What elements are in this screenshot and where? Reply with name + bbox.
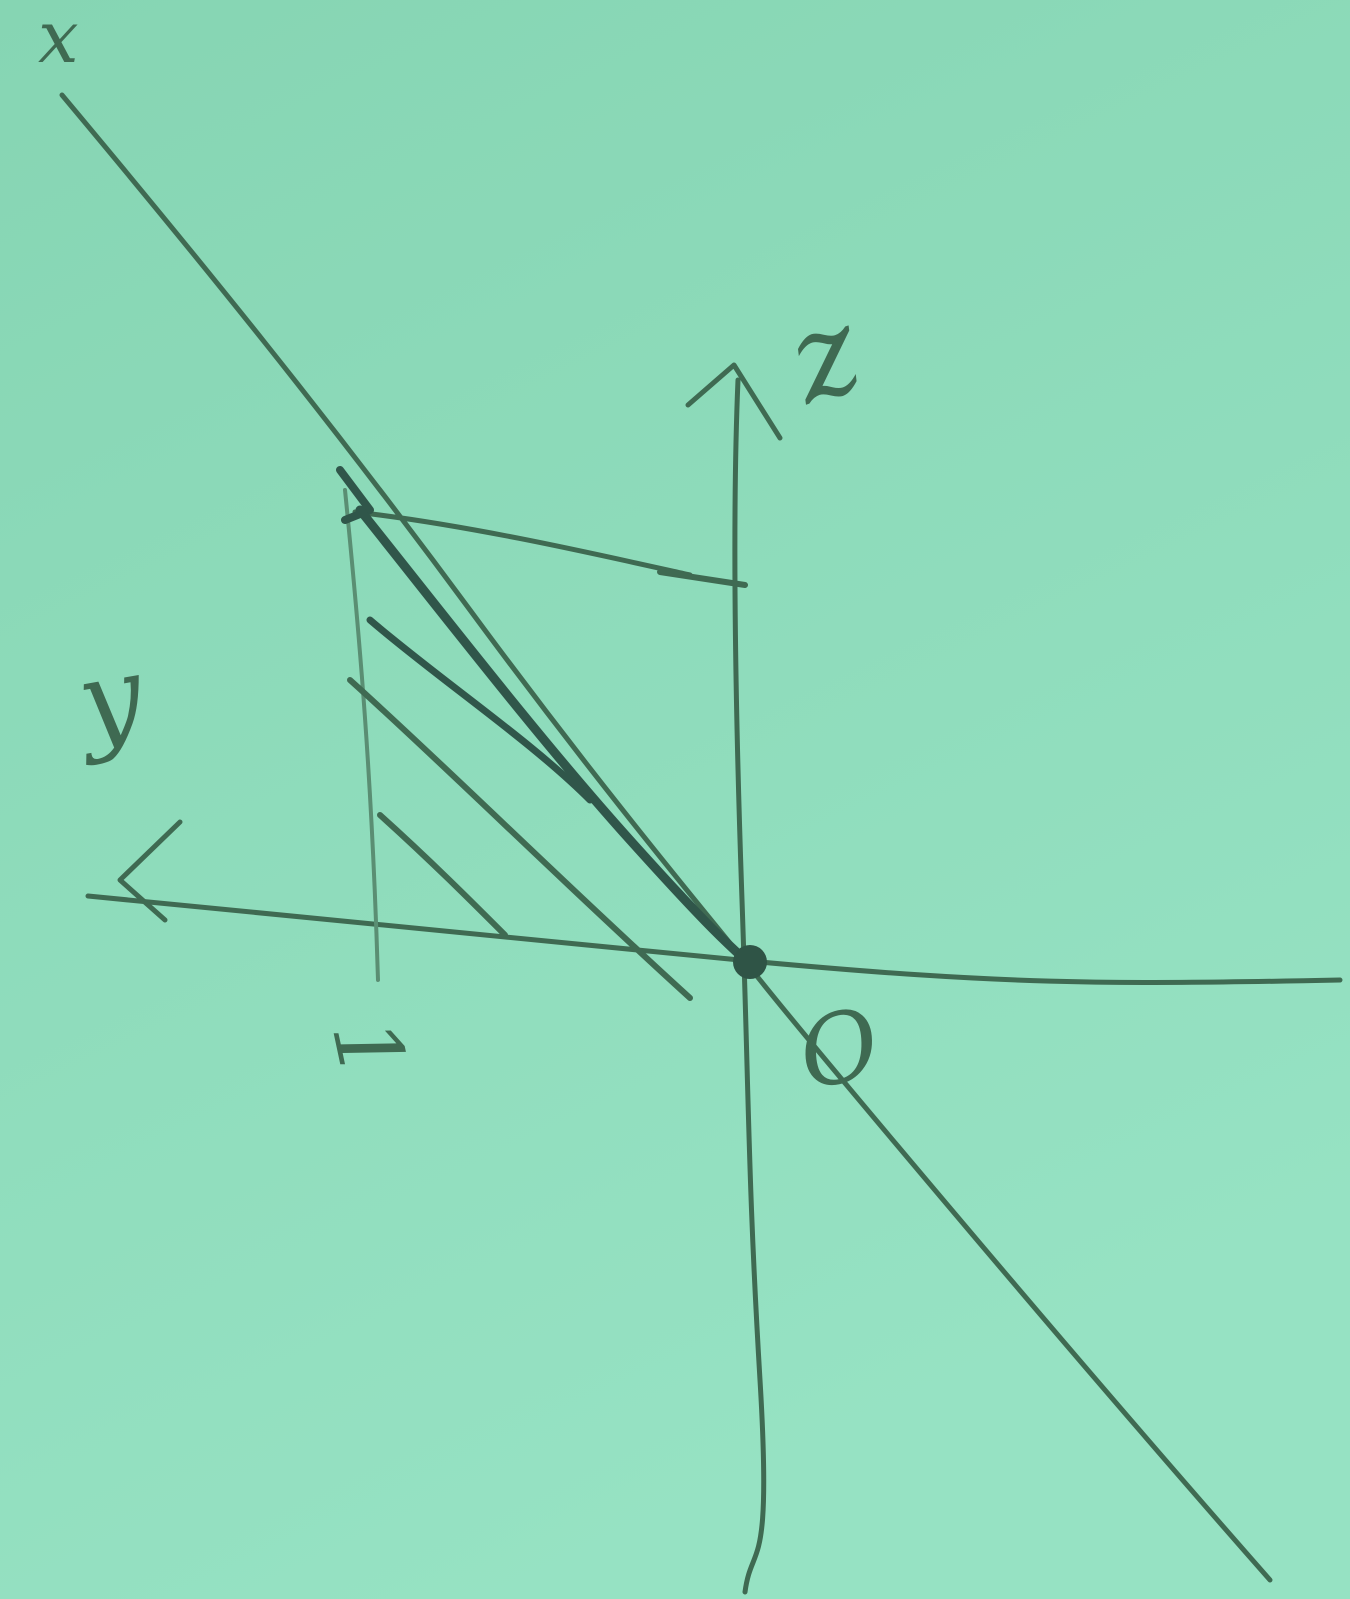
origin-point <box>733 945 767 979</box>
hatch-line-2 <box>347 677 693 1001</box>
hatch-line-1 <box>366 616 594 804</box>
heavy-diagonal-segment <box>355 505 750 965</box>
z-axis-line <box>732 377 767 1595</box>
x-axis-line <box>59 92 1273 1583</box>
z-tick-mark <box>657 569 748 588</box>
y-axis-arrowhead <box>117 819 183 923</box>
z-axis-arrowhead <box>685 362 783 441</box>
horizontal-projection-line <box>352 509 693 578</box>
point-mark <box>336 466 374 524</box>
vertical-projection-line <box>343 488 380 982</box>
top-left-letter: x <box>38 0 79 79</box>
hatch-line-3 <box>377 812 508 938</box>
